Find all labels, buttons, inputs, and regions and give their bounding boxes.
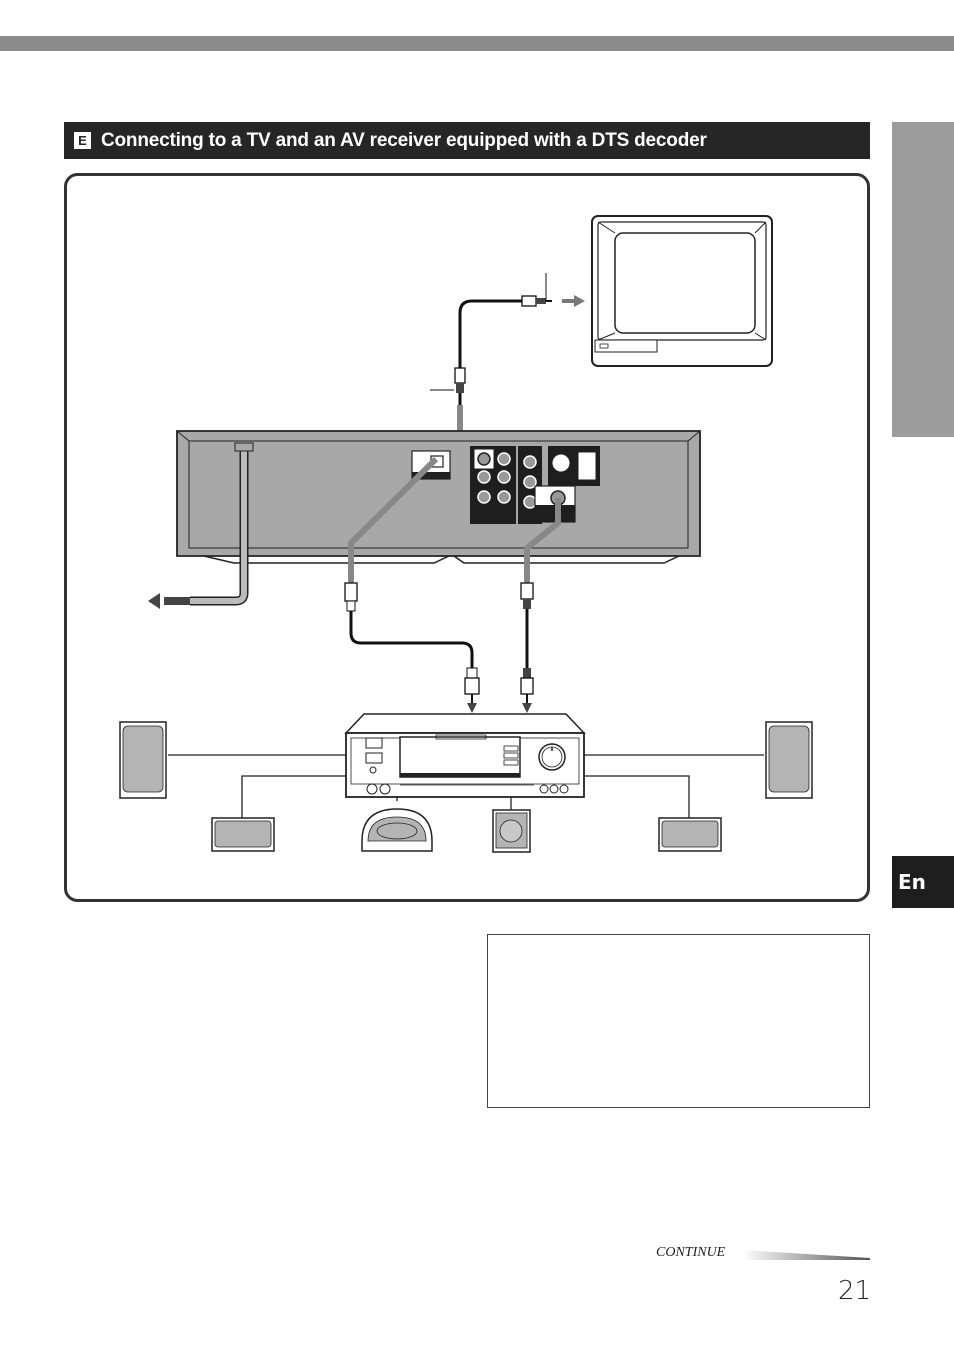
continue-label: CONTINUE — [656, 1245, 726, 1260]
page-number: 21 — [838, 1276, 872, 1306]
av-receiver-icon — [344, 713, 586, 798]
top-rule-bar — [0, 36, 954, 51]
front-speaker-icon — [119, 721, 167, 799]
language-label: En — [898, 870, 926, 894]
front-speaker-icon — [765, 721, 813, 799]
subwoofer-icon — [492, 809, 531, 853]
continue-indicator: CONTINUE — [656, 1243, 870, 1263]
tv-icon — [591, 215, 773, 367]
language-tab: En — [892, 856, 954, 908]
speaker-wires — [168, 754, 764, 818]
center-speaker-icon — [361, 808, 433, 852]
rear-speaker-icon — [211, 817, 275, 852]
section-header: E Connecting to a TV and an AV receiver … — [64, 122, 870, 159]
rear-speaker-icon — [658, 817, 722, 852]
dvd-player-rear-panel-icon — [176, 430, 701, 606]
continue-arrow-icon — [742, 1250, 870, 1260]
arrow-icon — [148, 593, 190, 609]
connection-diagram — [64, 173, 870, 902]
coaxial-cable-icon — [520, 498, 561, 713]
optical-cable-icon — [344, 456, 480, 713]
note-box — [487, 934, 870, 1108]
arrow-icon — [562, 295, 585, 307]
side-section-tab — [892, 122, 954, 437]
section-title: Connecting to a TV and an AV receiver eq… — [101, 129, 707, 151]
section-letter-badge: E — [74, 132, 91, 149]
